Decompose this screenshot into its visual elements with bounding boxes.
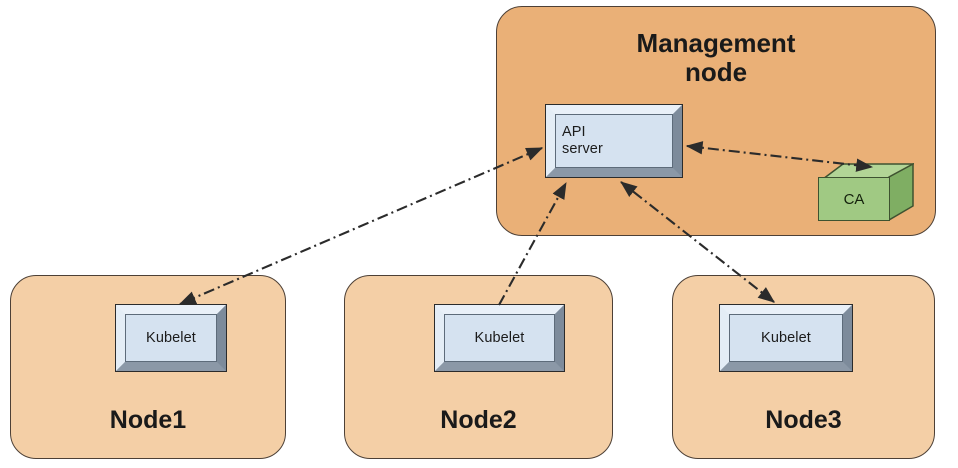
kubelet2-inner: Kubelet xyxy=(444,314,555,362)
node3-label: Node3 xyxy=(765,406,842,434)
api-server-box[interactable]: API server xyxy=(545,104,683,178)
ca-box-front-face: CA xyxy=(818,177,890,221)
ca-label: CA xyxy=(843,190,865,208)
management-node-label: Management node xyxy=(497,28,935,88)
kubelet2-box[interactable]: Kubelet xyxy=(434,304,565,372)
ca-box[interactable]: CA xyxy=(818,163,914,221)
kubelet1-inner: Kubelet xyxy=(125,314,217,362)
kubelet3-inner: Kubelet xyxy=(729,314,843,362)
api-server-label-line2: server xyxy=(562,141,603,157)
api-server-inner: API server xyxy=(555,114,673,168)
node1-label: Node1 xyxy=(109,406,187,434)
management-node-label-line2: node xyxy=(684,57,748,88)
kubelet1-label: Kubelet xyxy=(146,329,196,346)
management-node-label-line1: Management xyxy=(636,28,796,58)
kubelet1-box[interactable]: Kubelet xyxy=(115,304,227,372)
node2-label: Node2 xyxy=(440,406,517,434)
kubelet2-label: Kubelet xyxy=(474,329,525,346)
api-server-label-line1: API xyxy=(562,124,586,141)
ca-box-side-face xyxy=(888,163,914,221)
api-server-label: API server xyxy=(556,124,672,158)
kubelet3-label: Kubelet xyxy=(761,329,811,346)
kubelet3-box[interactable]: Kubelet xyxy=(719,304,853,372)
